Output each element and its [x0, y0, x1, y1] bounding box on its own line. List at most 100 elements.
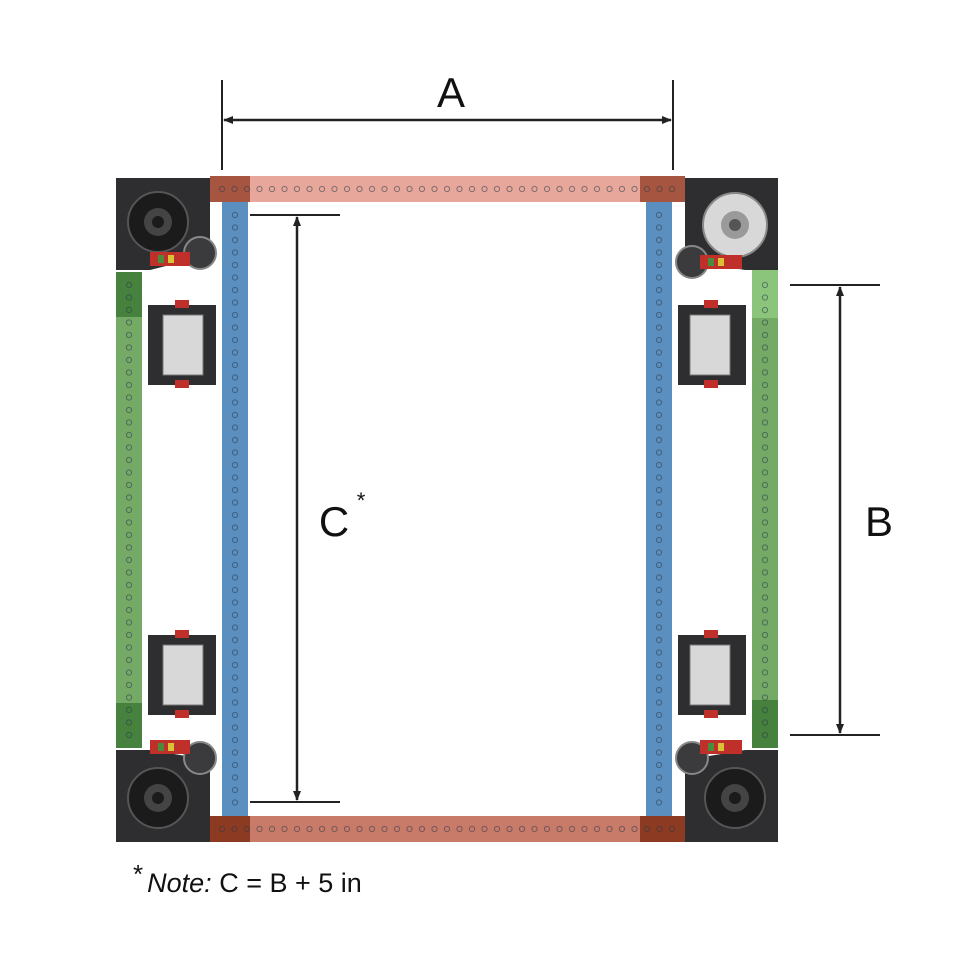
dimension-a-label: A — [437, 69, 465, 116]
footnote-text: C = B + 5 in — [219, 868, 362, 898]
rail-hole — [125, 606, 133, 614]
rail-hole — [343, 825, 351, 833]
rail-hole — [761, 494, 769, 501]
rail-hole — [655, 249, 663, 256]
rail-hole — [581, 185, 588, 193]
rail-hole — [231, 524, 239, 531]
rail-hole — [231, 536, 239, 544]
rail-hole — [125, 469, 133, 476]
rail-hole — [125, 556, 133, 564]
rail-hole — [518, 825, 526, 833]
rail-hole — [231, 185, 238, 193]
rail-hole — [655, 774, 663, 781]
rail-hole — [655, 649, 663, 656]
rail-hole — [468, 825, 476, 833]
rail-hole — [761, 531, 769, 539]
rail-hole — [643, 825, 651, 833]
dimension-c: C * — [250, 214, 366, 803]
rail-hole — [761, 281, 769, 289]
rail-hole — [655, 711, 663, 719]
rail-hole — [125, 506, 133, 514]
rail-hole — [125, 719, 133, 726]
right-outer-rail — [752, 268, 778, 748]
rail-hole — [231, 549, 239, 556]
left-inner-rail — [222, 200, 248, 818]
rail-hole — [761, 331, 769, 339]
rail-hole — [581, 825, 588, 833]
rail-hole — [125, 731, 133, 739]
rail-hole — [761, 431, 769, 439]
rail-hole — [231, 799, 239, 806]
rail-hole — [318, 185, 326, 193]
rail-hole — [231, 249, 239, 256]
rail-hole — [418, 825, 426, 833]
rail-hole — [306, 825, 313, 833]
rail-hole — [393, 185, 401, 193]
rail-hole — [761, 569, 769, 576]
rail-hole — [655, 299, 663, 306]
rail-hole — [406, 825, 413, 833]
rail-hole — [643, 185, 651, 193]
rail-hole — [125, 644, 133, 651]
rail-hole — [655, 336, 663, 344]
rail-hole — [306, 185, 313, 193]
rail-hole — [761, 506, 769, 514]
rail-hole — [231, 211, 239, 219]
rail-hole — [231, 786, 239, 794]
rail-hole — [761, 306, 769, 314]
rail-hole — [231, 349, 239, 356]
rail-hole — [531, 825, 538, 833]
rail-hole — [655, 311, 663, 319]
rail-hole — [761, 444, 769, 451]
rail-hole — [655, 786, 663, 794]
rail-hole — [231, 224, 239, 231]
rail-hole — [125, 494, 133, 501]
rail-hole — [331, 825, 338, 833]
rail-hole — [493, 185, 501, 193]
rail-hole — [431, 825, 438, 833]
rail-hole — [125, 444, 133, 451]
rail-hole — [655, 536, 663, 544]
rail-hole — [125, 394, 133, 401]
rail-hole — [655, 761, 663, 769]
rail-hole — [231, 486, 239, 494]
rail-hole — [231, 286, 239, 294]
cross-rails — [210, 176, 685, 842]
rail-hole — [761, 356, 769, 364]
rail-hole — [618, 825, 626, 833]
rail-hole — [125, 706, 133, 714]
rail-hole — [618, 185, 626, 193]
rail-hole — [761, 581, 769, 589]
rail-hole — [655, 749, 663, 756]
rail-hole — [231, 636, 239, 644]
rail-hole — [655, 461, 663, 469]
rail-hole — [218, 825, 226, 833]
rail-hole — [231, 474, 239, 481]
rail-hole — [761, 369, 769, 376]
rail-hole — [256, 825, 263, 833]
rail-hole — [655, 686, 663, 694]
rail-hole — [443, 825, 451, 833]
rail-hole — [231, 674, 239, 681]
rail-hole — [443, 185, 451, 193]
dimension-a: A — [221, 69, 674, 170]
rail-hole — [231, 311, 239, 319]
rail-hole — [231, 436, 239, 444]
rail-hole — [655, 449, 663, 456]
rail-hole — [761, 381, 769, 389]
rail-hole — [343, 185, 351, 193]
rail-hole — [655, 386, 663, 394]
rail-hole — [761, 519, 769, 526]
rail-hole — [761, 406, 769, 414]
rail-hole — [761, 631, 769, 639]
rail-hole — [125, 631, 133, 639]
rail-hole — [761, 669, 769, 676]
rail-hole — [761, 544, 769, 551]
dimension-b-label: B — [865, 498, 893, 545]
rail-hole — [655, 599, 663, 606]
rail-hole — [125, 344, 133, 351]
rail-hole — [125, 481, 133, 489]
rail-hole — [125, 381, 133, 389]
rail-hole — [125, 406, 133, 414]
rail-hole — [231, 511, 239, 519]
